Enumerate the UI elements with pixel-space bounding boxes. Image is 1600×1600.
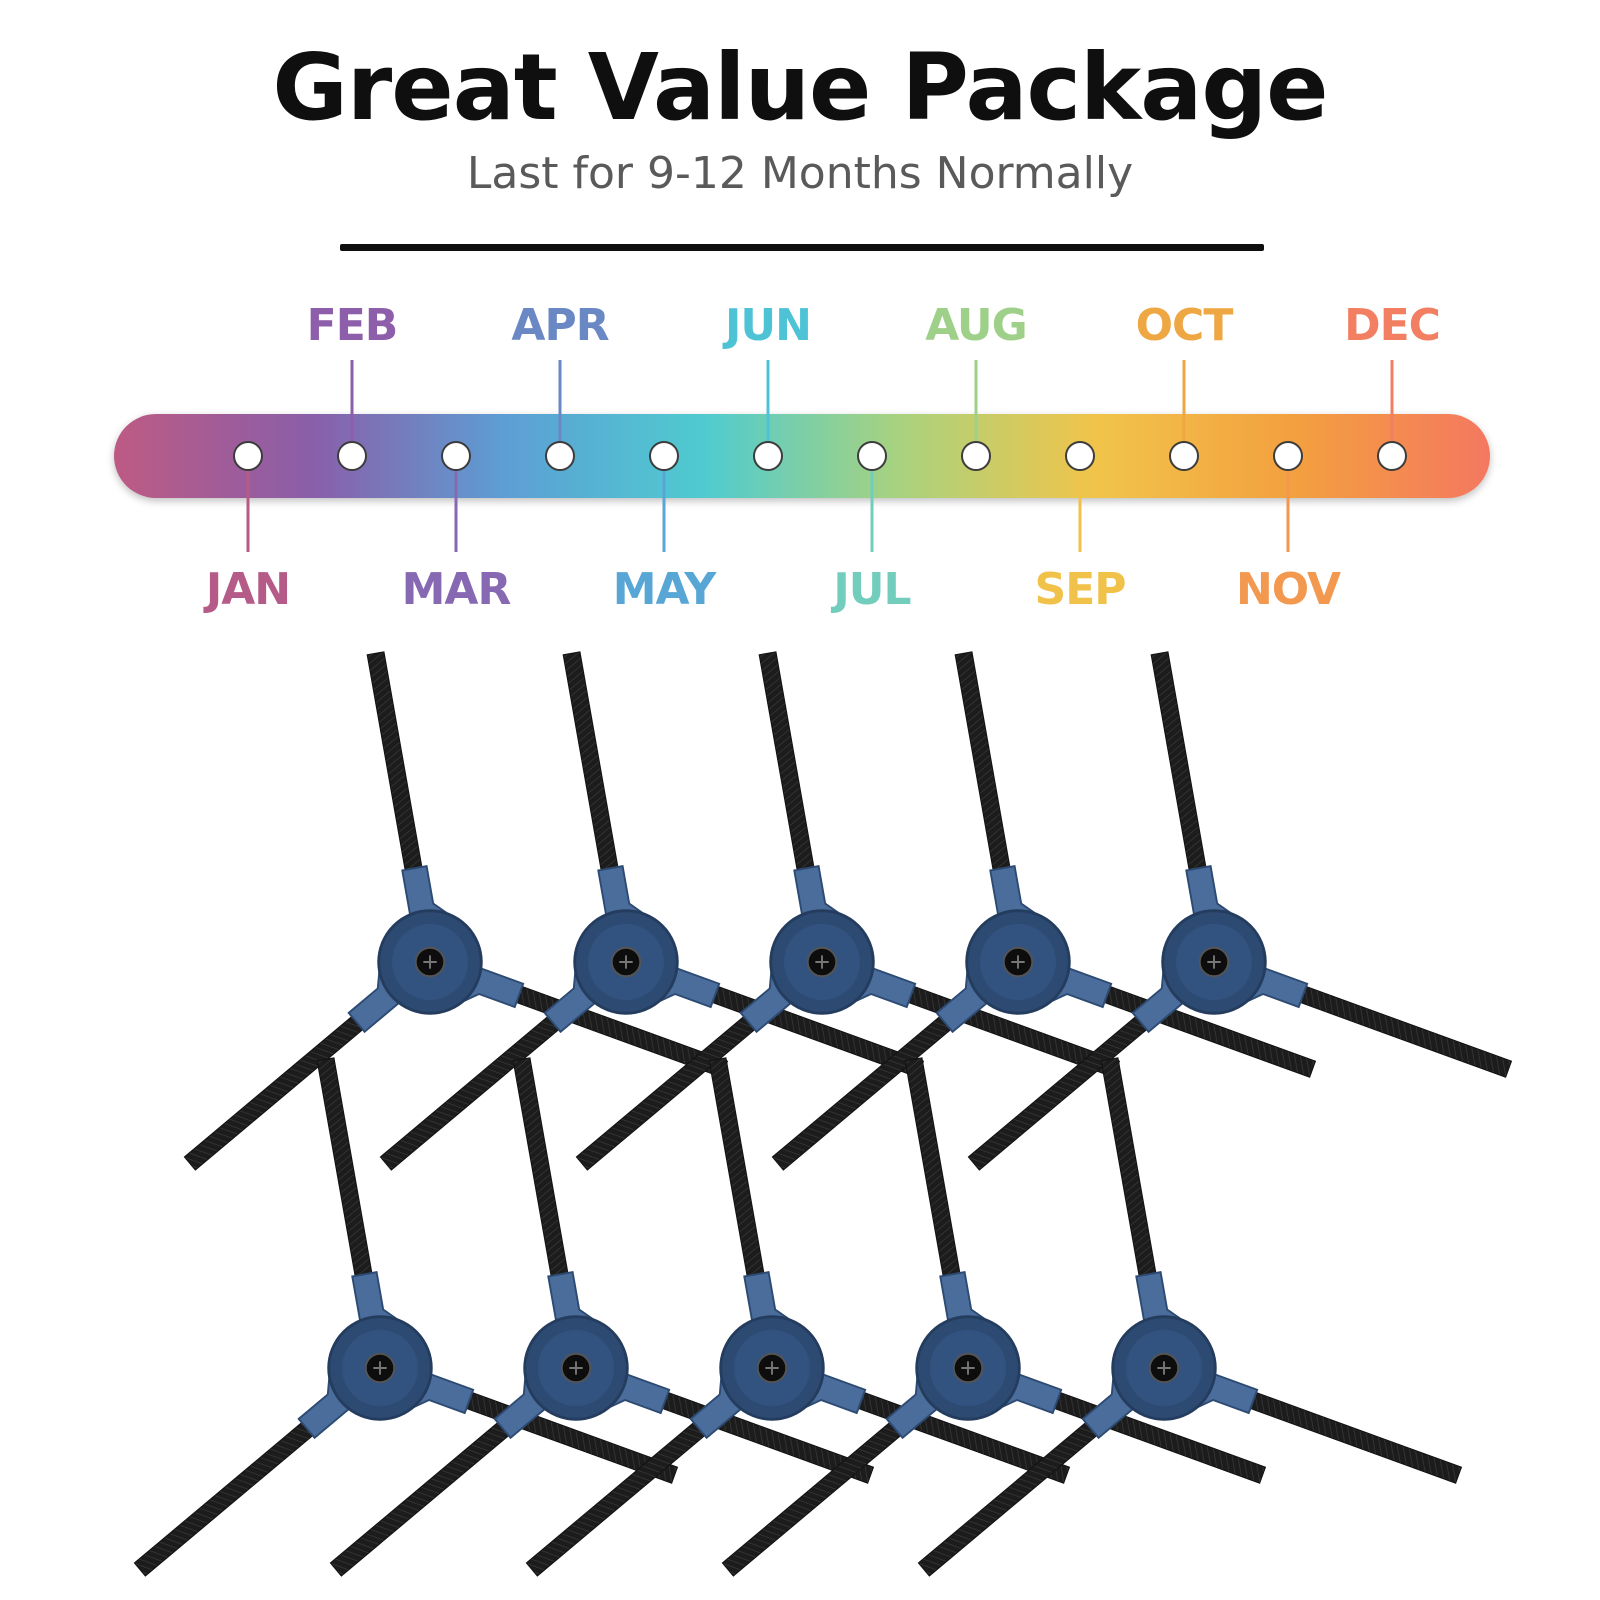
month-label: APR xyxy=(511,300,608,351)
side-brush xyxy=(313,1052,876,1580)
title-divider xyxy=(340,244,1264,251)
month-dot xyxy=(545,441,575,471)
month-label: OCT xyxy=(1136,300,1234,351)
month-label: NOV xyxy=(1236,564,1341,615)
side-brush xyxy=(117,1052,680,1580)
month-marker-feb: FEB xyxy=(307,300,398,471)
month-label: SEP xyxy=(1035,564,1126,615)
month-label: FEB xyxy=(307,300,398,351)
month-label: AUG xyxy=(925,300,1027,351)
side-brush xyxy=(509,1052,1072,1580)
month-label: MAR xyxy=(402,564,511,615)
month-label: JUL xyxy=(830,564,910,615)
timeline-bar xyxy=(114,414,1490,498)
page-subtitle: Last for 9-12 Months Normally xyxy=(466,148,1134,199)
month-dot xyxy=(961,441,991,471)
month-marker-nov: NOV xyxy=(1236,441,1342,615)
month-marker-jun: JUN xyxy=(722,300,812,471)
month-dot xyxy=(1169,441,1199,471)
side-brush xyxy=(951,646,1514,1174)
month-dot xyxy=(1377,441,1407,471)
month-marker-oct: OCT xyxy=(1136,300,1234,471)
month-dot xyxy=(753,441,783,471)
side-brush-set xyxy=(117,646,1514,1580)
month-dot xyxy=(337,441,367,471)
month-dot xyxy=(441,441,471,471)
side-brush xyxy=(755,646,1318,1174)
month-dot xyxy=(857,441,887,471)
side-brush xyxy=(559,646,1122,1174)
month-marker-may: MAY xyxy=(613,441,718,615)
side-brush xyxy=(901,1052,1464,1580)
month-label: JAN xyxy=(203,564,290,615)
month-marker-sep: SEP xyxy=(1035,441,1127,615)
month-label: DEC xyxy=(1344,300,1440,351)
side-brush xyxy=(167,646,730,1174)
month-timeline: JAN FEB MAR APR MAY JUN JUL AUG SEP OCT NOV DEC xyxy=(114,300,1490,615)
month-marker-jan: JAN xyxy=(203,441,291,615)
month-marker-aug: AUG xyxy=(925,300,1028,471)
month-dot xyxy=(1273,441,1303,471)
month-dot xyxy=(233,441,263,471)
month-label: JUN xyxy=(722,300,811,351)
month-label: MAY xyxy=(613,564,718,615)
month-marker-dec: DEC xyxy=(1344,300,1441,471)
page-title: Great Value Package xyxy=(272,34,1328,141)
month-marker-jul: JUL xyxy=(830,441,912,615)
month-dot xyxy=(1065,441,1095,471)
side-brush xyxy=(363,646,926,1174)
month-marker-apr: APR xyxy=(511,300,610,471)
month-dot xyxy=(649,441,679,471)
side-brush xyxy=(705,1052,1268,1580)
month-marker-mar: MAR xyxy=(402,441,511,615)
